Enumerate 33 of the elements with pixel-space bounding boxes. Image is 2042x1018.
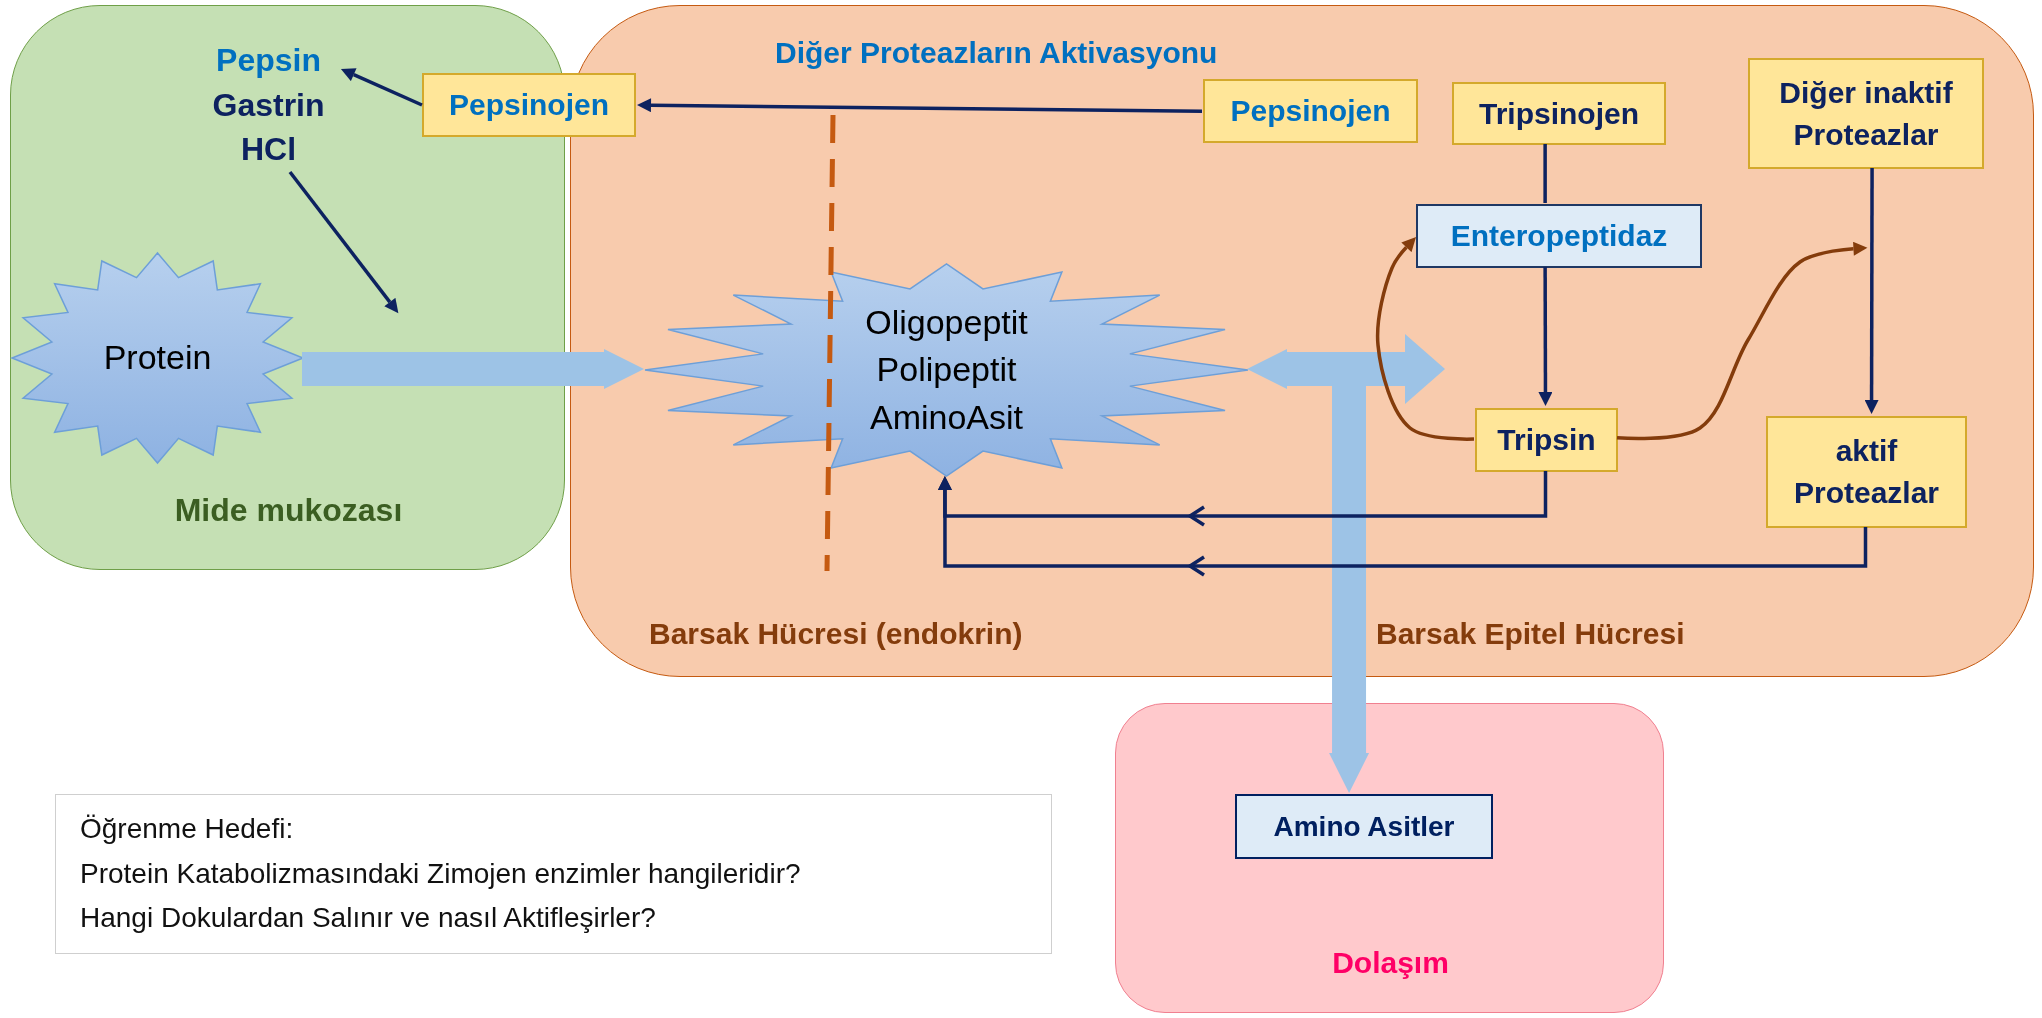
enzyme-box — [422, 73, 636, 137]
substance-name: Gastrin — [212, 85, 325, 125]
region-label: Dolaşım — [1331, 945, 1450, 981]
substance-label: Protein — [103, 337, 212, 379]
enzyme-name: Amino Asitler — [1273, 809, 1455, 844]
substance-name: HCl — [240, 130, 297, 170]
note-text: Protein Katabolizmasındaki Zimojen enzimler hangileridir? — [80, 856, 801, 891]
region-panel — [1115, 703, 1664, 1013]
enzyme-box — [1748, 58, 1984, 169]
region-label: Barsak Epitel Hücresi — [1376, 616, 1686, 652]
enzyme-name: Pepsinojen — [448, 87, 609, 123]
enzyme-name: Tripsinojen — [1479, 95, 1639, 132]
enzyme-name: Diğer inaktif Proteazlar — [1778, 74, 1954, 153]
note-text: Hangi Dokulardan Salınır ve nasıl Aktifleşirler? — [80, 901, 656, 936]
region-label: Barsak Hücresi (endokrin) — [649, 616, 1024, 652]
enzyme-name: aktif Proteazlar — [1792, 433, 1941, 511]
enzyme-box — [1416, 204, 1702, 268]
enzyme-name: Tripsin — [1497, 422, 1596, 458]
enzyme-name: Pepsinojen — [1230, 93, 1391, 129]
enzyme-box — [1203, 79, 1418, 143]
enzyme-box — [1475, 408, 1618, 472]
region-label: Mide mukozası — [173, 491, 404, 530]
substance-label: Polipeptit — [876, 349, 1017, 391]
note-text: Öğrenme Hedefi: — [80, 811, 294, 846]
enzyme-box — [1452, 82, 1666, 145]
enzyme-name: Enteropeptidaz — [1450, 218, 1668, 254]
note-card — [55, 794, 1052, 954]
substance-label: Oligopeptit — [865, 301, 1028, 343]
region-label: Diğer Proteazların Aktivasyonu — [775, 35, 1219, 71]
substance-name: Pepsin — [216, 40, 321, 80]
substance-label: AminoAsit — [869, 396, 1024, 438]
enzyme-box — [1766, 416, 1967, 528]
enzyme-box — [1235, 794, 1493, 859]
